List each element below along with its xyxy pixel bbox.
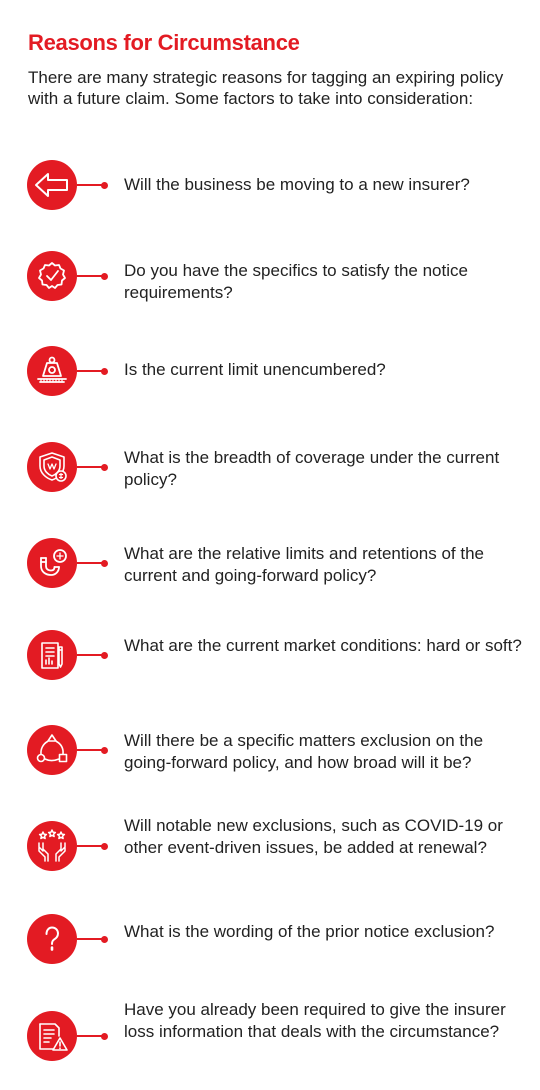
arrow-left-icon xyxy=(27,160,77,210)
hands-stars-icon xyxy=(27,821,77,871)
question-text: Is the current limit unencumbered? xyxy=(124,360,386,379)
weight-scale-icon xyxy=(27,346,77,396)
connector-dot xyxy=(101,651,108,659)
connector-dot xyxy=(101,181,108,189)
connector-dot xyxy=(101,559,108,567)
intro-paragraph: There are many strategic reasons for tag… xyxy=(28,68,504,108)
question-mark-icon xyxy=(27,914,77,964)
question-text: Have you already been required to give t… xyxy=(124,1000,506,1041)
connector-line xyxy=(77,184,106,186)
cycle-shapes-icon xyxy=(27,725,77,775)
connector-line xyxy=(77,466,106,468)
document-warning-icon xyxy=(27,1011,77,1061)
connector-line xyxy=(77,1035,106,1037)
connector-dot xyxy=(101,367,108,375)
connector-line xyxy=(77,562,106,564)
connector-line xyxy=(77,370,106,372)
connector-line xyxy=(77,749,106,751)
badge-check-icon xyxy=(27,251,77,301)
question-text: What is the breadth of coverage under th… xyxy=(124,448,500,489)
connector-dot xyxy=(101,272,108,280)
page-title: Reasons for Circumstance xyxy=(28,30,300,55)
market-report-icon xyxy=(27,630,77,680)
connector-line xyxy=(77,654,106,656)
question-text: What are the current market conditions: … xyxy=(124,636,522,655)
connector-line xyxy=(77,845,106,847)
connector-line xyxy=(77,938,106,940)
connector-dot xyxy=(101,842,108,850)
shield-coverage-icon xyxy=(27,442,77,492)
question-text: Will notable new exclusions, such as COV… xyxy=(124,816,503,857)
question-text: Do you have the specifics to satisfy the… xyxy=(124,261,468,302)
question-text: Will the business be moving to a new ins… xyxy=(124,175,470,194)
question-text: What are the relative limits and retenti… xyxy=(124,544,485,585)
magnet-icon xyxy=(27,538,77,588)
question-text: What is the wording of the prior notice … xyxy=(124,922,495,941)
connector-dot xyxy=(101,746,108,754)
connector-dot xyxy=(101,463,108,471)
connector-dot xyxy=(101,935,108,943)
connector-line xyxy=(77,275,106,277)
connector-dot xyxy=(101,1032,108,1040)
question-text: Will there be a specific matters exclusi… xyxy=(124,731,484,772)
